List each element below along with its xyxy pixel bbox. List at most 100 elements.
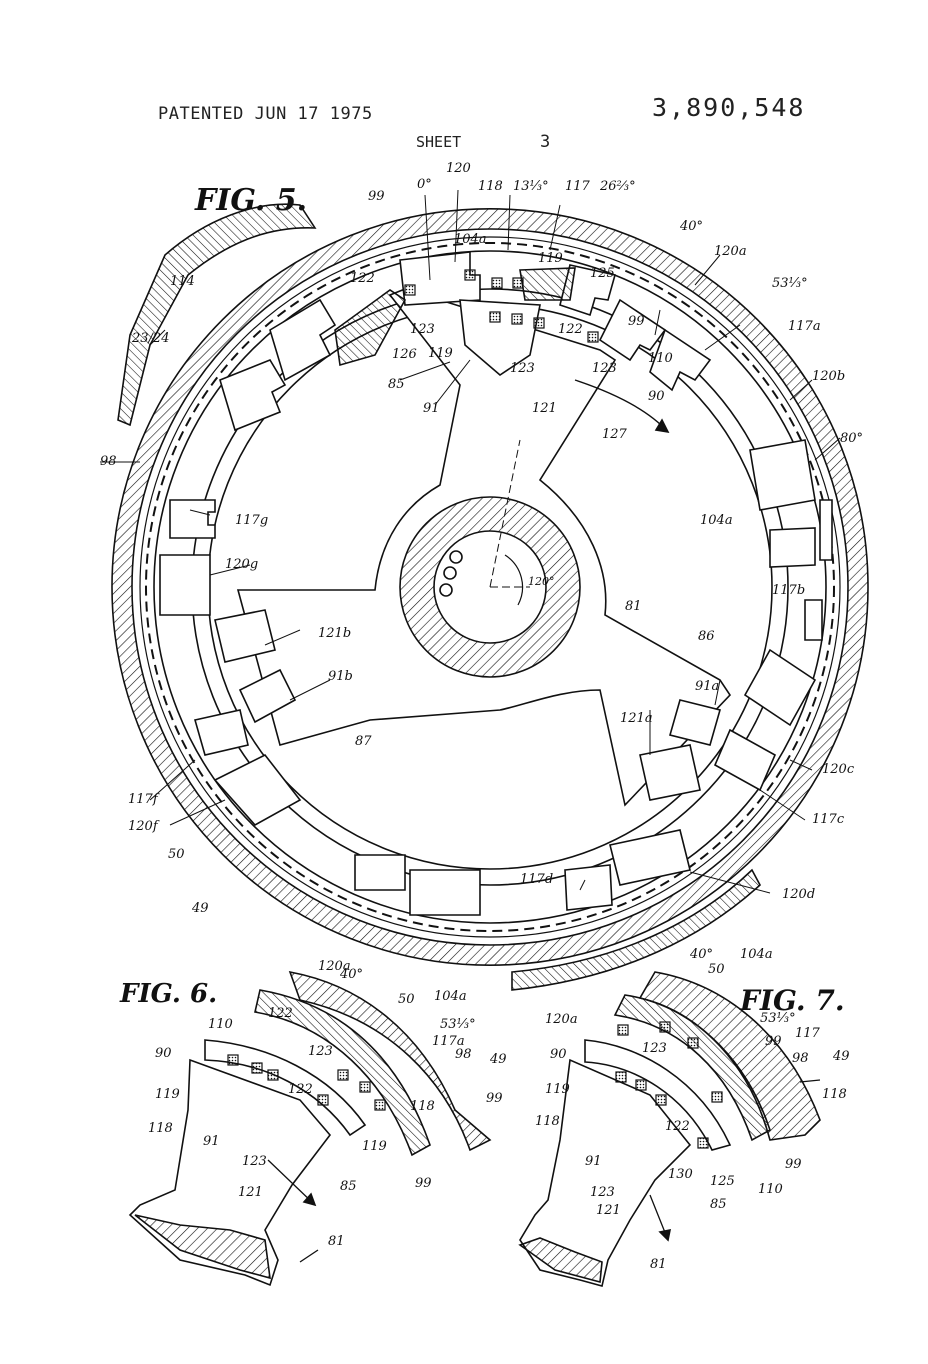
f7-label-118: 118 [822, 1087, 847, 1102]
fig7-airfoil [519, 1058, 692, 1287]
fig6-shroud [254, 989, 431, 1157]
housing-segment-lower [511, 868, 761, 991]
f7-label-123b: 123 [590, 1185, 615, 1200]
segment-120f [213, 753, 302, 827]
segment-top [399, 251, 481, 306]
f7-label-118b: 118 [535, 1114, 560, 1129]
label-98: 98 [100, 454, 117, 469]
f6-label-118: 118 [410, 1099, 435, 1114]
f7-label-130: 130 [668, 1167, 693, 1182]
hatched-wedge-right [519, 267, 576, 301]
label-123c: 123 [592, 361, 617, 376]
f6-label-81: 81 [328, 1234, 345, 1249]
segment-right-lower [804, 599, 823, 641]
f6-label-99: 99 [486, 1091, 503, 1106]
fig5-labels: 0° 120 118 13⅓° 117 26⅔° 99 114 23/24 10… [100, 161, 863, 916]
label-120d: 120d [782, 887, 815, 902]
f6-label-104a: 104a [434, 989, 467, 1004]
ring-segments [159, 251, 833, 916]
f7-label-49: 49 [832, 1049, 850, 1064]
label-117f: 117f [128, 792, 160, 807]
f7-label-125: 125 [710, 1174, 735, 1189]
label-117a: 117a [788, 319, 821, 334]
fig7-labels: 40° 104a 50 120a 53⅓° 117 99 90 123 98 4… [535, 947, 850, 1272]
f7-label-50: 50 [708, 962, 725, 977]
label-120f: 120f [128, 819, 160, 834]
label-123: 123 [410, 322, 435, 337]
fig6-casing [288, 970, 492, 1152]
label-117d: 117d [520, 872, 553, 887]
label-126: 126 [392, 347, 417, 362]
f6-label-40deg: 40° [339, 967, 363, 982]
fig6-seal-inserts [227, 1054, 386, 1111]
label-121a: 121a [620, 711, 653, 726]
hatched-wedge [334, 289, 407, 367]
label-104a: 104a [454, 232, 487, 247]
segment-104a [749, 439, 816, 511]
figure-7 [518, 971, 821, 1287]
label-122b: 122 [558, 322, 583, 337]
f6-label-121: 121 [238, 1185, 263, 1200]
segment-91b [238, 668, 297, 724]
f7-label-110: 110 [758, 1182, 783, 1197]
segment-121a [639, 744, 701, 801]
segment-120g [159, 554, 211, 616]
f6-label-50: 50 [398, 992, 415, 1007]
segment-117c [713, 728, 777, 792]
label-26deg: 26⅔° [599, 179, 636, 194]
fig6-title: FIG. 6. [119, 979, 217, 1009]
segment-120d [609, 829, 691, 886]
segment-left-1 [269, 298, 337, 382]
fig7-seal-inserts [615, 1021, 723, 1149]
f6-label-118b: 118 [148, 1121, 173, 1136]
f7-label-98: 98 [792, 1051, 809, 1066]
label-114: 114 [170, 274, 195, 289]
f6-label-123: 123 [308, 1044, 333, 1059]
label-119b: 119 [428, 346, 453, 361]
seal-inserts [404, 269, 599, 343]
fig7-title: FIG. 7. [739, 984, 845, 1017]
shroud-ring-dashed [145, 242, 835, 932]
segment-117g [169, 499, 216, 539]
f7-label-122: 122 [665, 1119, 690, 1134]
fig6-arrow-81 [299, 1249, 319, 1263]
fig5-title: FIG. 5. [194, 183, 307, 218]
patented-date-stamp: PATENTED JUN 17 1975 [158, 104, 373, 124]
label-110: 110 [648, 351, 673, 366]
label-122: 122 [350, 271, 375, 286]
f7-label-53deg: 53⅓° [760, 1011, 796, 1026]
fig7-arrow-49 [799, 1079, 821, 1083]
label-118: 118 [478, 179, 503, 194]
f6-label-98: 98 [455, 1047, 472, 1062]
f7-label-99b: 99 [785, 1157, 802, 1172]
label-117c: 117c [812, 812, 845, 827]
f6-label-117a: 117a [432, 1034, 465, 1049]
f6-label-99b: 99 [415, 1176, 432, 1191]
f7-label-90: 90 [550, 1047, 567, 1062]
f7-label-40deg: 40° [689, 947, 713, 962]
label-120c: 120c [822, 762, 855, 777]
label-119: 119 [538, 251, 563, 266]
segment-left-2 [219, 359, 287, 432]
f6-label-119: 119 [155, 1087, 180, 1102]
label-2324: 23/24 [131, 331, 169, 346]
label-117g: 117g [235, 513, 268, 528]
f7-label-81: 81 [650, 1257, 667, 1272]
fig6-root-hatch [134, 1214, 271, 1280]
label-123b: 123 [510, 361, 535, 376]
figure-6 [128, 970, 492, 1287]
hub-hole-1 [449, 550, 463, 564]
segment-117f [193, 709, 249, 756]
f6-label-85: 85 [340, 1179, 357, 1194]
label-125: 125 [590, 266, 615, 281]
label-99: 99 [368, 189, 385, 204]
seal-ring-outer [153, 250, 827, 924]
label-120g: 120g [225, 557, 258, 572]
fig6-arrow-head [302, 1192, 317, 1207]
f6-label-53deg: 53⅓° [440, 1017, 476, 1032]
hub-hole-2 [443, 566, 457, 580]
rotation-arrow-127-head [654, 418, 670, 434]
fig7-root-hatch [518, 1237, 603, 1284]
f7-label-117: 117 [795, 1026, 821, 1041]
